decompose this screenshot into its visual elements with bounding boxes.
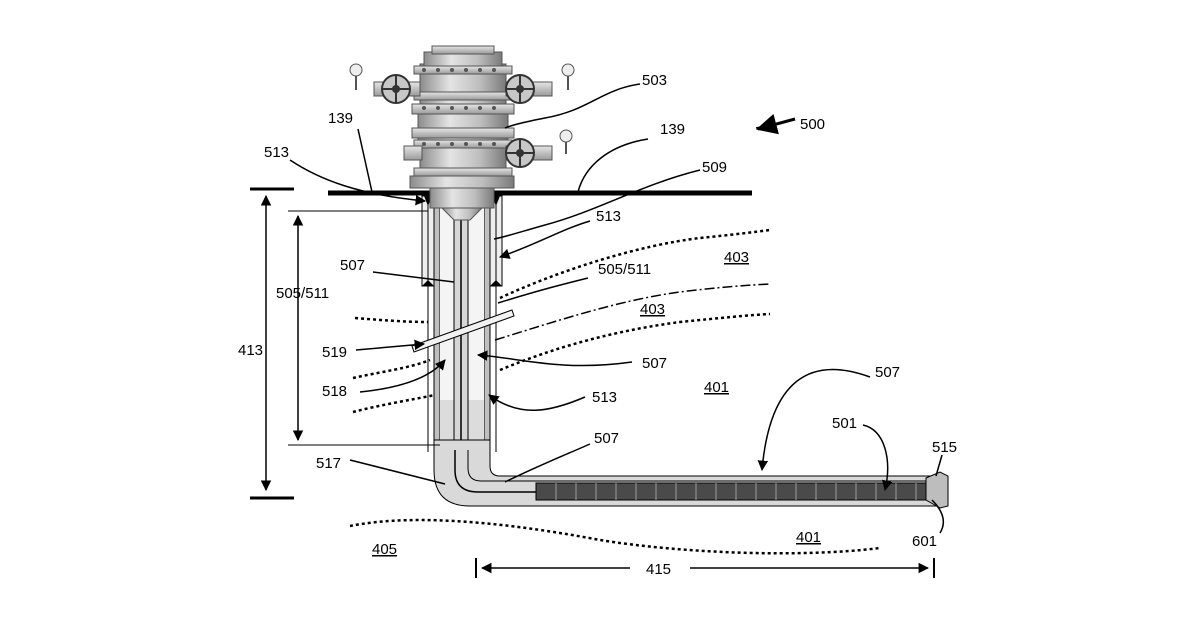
label-415: 415	[646, 561, 671, 578]
label-513-mid: 513	[596, 208, 621, 225]
arrow-500	[758, 119, 795, 129]
label-513-low: 513	[592, 389, 617, 406]
label-507-low: 507	[594, 430, 619, 447]
tool-string	[536, 483, 926, 500]
label-403-upper: 403	[724, 249, 749, 266]
label-401-bottom: 401	[796, 529, 821, 546]
intermediate-casing-left	[434, 200, 440, 450]
valve-right-upper	[506, 64, 574, 103]
label-500: 500	[800, 116, 825, 133]
boundary-518-b	[353, 395, 435, 412]
boundary-518-a	[353, 360, 430, 378]
valve-right-lower	[506, 130, 572, 167]
label-139-left: 139	[328, 110, 353, 127]
dimension-505-511	[288, 211, 440, 445]
label-505-511-right: 505/511	[598, 261, 651, 278]
label-139-right: 139	[660, 121, 685, 138]
dimension-415	[476, 558, 934, 578]
label-518: 518	[322, 383, 347, 400]
label-517: 517	[316, 455, 341, 472]
label-501: 501	[832, 415, 857, 432]
label-401-middle: 401	[704, 379, 729, 396]
label-505-511-left: 505/511	[276, 285, 329, 302]
boundary-403-lower	[500, 314, 770, 370]
label-519: 519	[322, 344, 347, 361]
label-507-right: 507	[875, 364, 900, 381]
leader-lines	[290, 84, 943, 533]
label-601: 601	[912, 533, 937, 550]
label-507-upper: 507	[340, 257, 365, 274]
label-405: 405	[372, 541, 397, 558]
label-403-lower: 403	[640, 301, 665, 318]
label-513-top: 513	[264, 144, 289, 161]
label-413: 413	[238, 342, 263, 359]
label-515: 515	[932, 439, 957, 456]
boundary-upper-left	[355, 318, 428, 322]
horizontal-wellbore	[434, 440, 948, 508]
label-509: 509	[702, 159, 727, 176]
valve-left-lower	[404, 146, 422, 160]
valve-left-upper	[350, 64, 420, 103]
label-507-mid: 507	[642, 355, 667, 372]
label-503: 503	[642, 72, 667, 89]
